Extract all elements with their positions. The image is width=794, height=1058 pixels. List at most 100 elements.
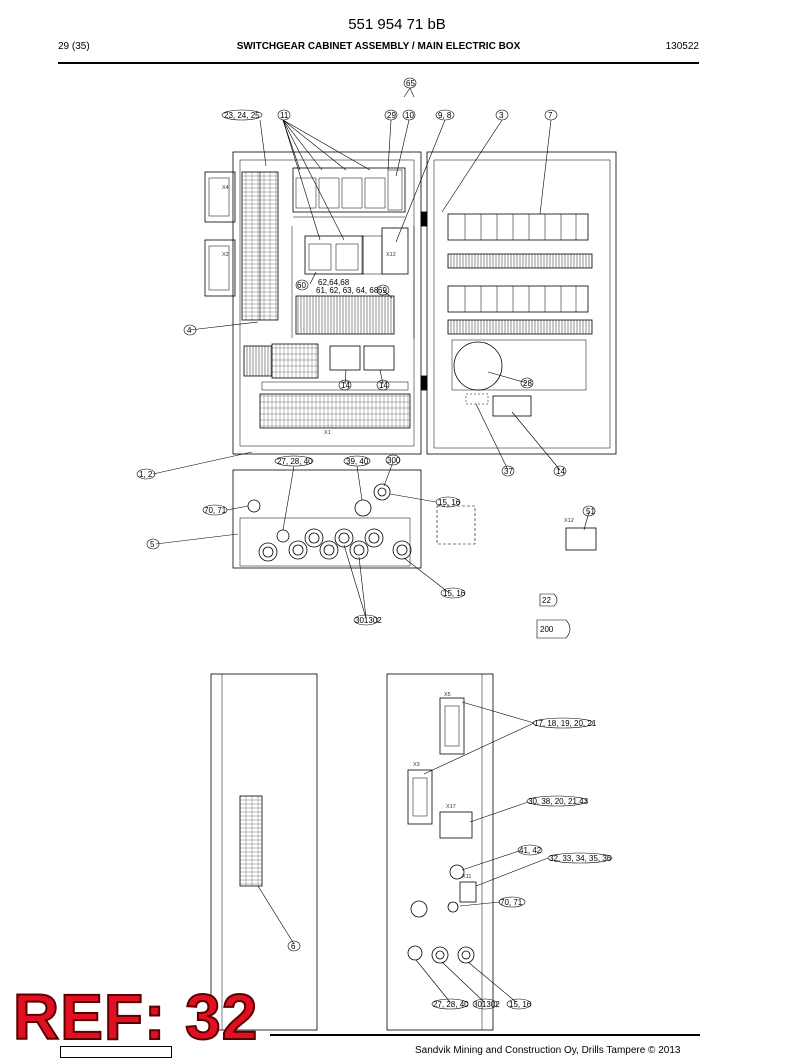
callout-69: 69 (378, 286, 387, 295)
gland-4 (319, 540, 339, 560)
label-x12: X12 (386, 252, 396, 258)
bottom-plate (232, 469, 422, 569)
page-title: SWITCHGEAR CABINET ASSEMBLY / MAIN ELECT… (236, 41, 521, 52)
terminal-group-x6 (271, 343, 319, 379)
module-x12 (381, 227, 409, 275)
callout-11: 11 (280, 111, 289, 120)
din-rail-door-top (447, 253, 593, 269)
callout-62: 62,64,68 (318, 278, 350, 287)
callout-28: 28 (523, 379, 532, 388)
cabinet-door (426, 151, 617, 455)
gland-x12 (410, 900, 428, 918)
label-x5: X5 (444, 692, 451, 698)
gland-small (247, 499, 261, 513)
label-x17: X17 (446, 804, 456, 810)
callout-70-b: 70, 71 (500, 898, 523, 907)
callout-29: 29 (387, 111, 396, 120)
gland-5 (334, 528, 354, 548)
cabinet-top-view (204, 151, 617, 455)
callout-37: 37 (504, 467, 513, 476)
callout-30: 30, 38, 20, 21,43 (528, 797, 589, 806)
callout-301-a: 301302 (355, 616, 382, 625)
side-terminal-block (239, 795, 263, 887)
label-x11: X11 (462, 874, 471, 880)
callout-texts: 65 23, 24, 25 11 29 10 9, 8 3 7 4 60 62,… (139, 79, 612, 1009)
callout-200: 200 (540, 625, 554, 634)
connector-x4 (204, 171, 236, 223)
callout-301-b: 301302 (473, 1000, 500, 1009)
side-panel-right (386, 673, 494, 1031)
callout-60: 60 (297, 281, 306, 290)
callout-65: 65 (406, 79, 415, 88)
callout-14-c: 14 (556, 467, 565, 476)
callout-3: 3 (499, 111, 504, 120)
callout-1: 1, 2 (139, 470, 153, 479)
callout-61: 61, 62, 63, 64, 68 (316, 286, 379, 295)
connector-x3 (407, 769, 433, 825)
display-mount (451, 339, 587, 391)
callout-9: 9, 8 (438, 111, 452, 120)
door-relay-box (492, 395, 532, 417)
callout-6: 6 (291, 942, 296, 951)
cabinet-body (232, 151, 422, 455)
callout-70-a: 70, 71 (204, 506, 227, 515)
gland-27b (407, 945, 423, 961)
connector-x11 (459, 881, 477, 903)
gland-8 (392, 540, 412, 560)
page-header: 29 (35) SWITCHGEAR CABINET ASSEMBLY / MA… (58, 41, 699, 55)
terminal-strip-x1 (259, 393, 411, 429)
footer-copyright: Sandvik Mining and Construction Oy, Dril… (415, 1045, 681, 1056)
connector-x17 (439, 811, 473, 839)
callout-17: 17, 18, 19, 20, 21 (534, 719, 597, 728)
callout-27-b: 27, 28, 40 (433, 1000, 469, 1009)
label-x3: X3 (413, 762, 420, 768)
callout-14-a: 14 (341, 381, 350, 390)
leader-lines (152, 87, 590, 1003)
footer-rule (270, 1034, 700, 1036)
din-rail-door-bottom (447, 319, 593, 335)
callout-41: 41, 42 (519, 846, 542, 855)
gland-301a (431, 946, 449, 964)
callout-23: 23, 24, 25 (224, 111, 260, 120)
callout-15-b: 15, 16 (443, 589, 466, 598)
side-view-right (386, 673, 494, 1031)
relay-row-top (292, 167, 406, 213)
gland-41 (449, 864, 465, 880)
document-date: 130522 (665, 41, 699, 52)
gland-27 (276, 529, 290, 543)
callout-22: 22 (542, 596, 551, 605)
relay-row-door-top (447, 213, 589, 241)
header-rule (58, 62, 699, 64)
callout-7: 7 (548, 111, 553, 120)
gland-6 (349, 540, 369, 560)
gland-301b (457, 946, 475, 964)
callout-15-a: 15, 16 (438, 498, 461, 507)
din-rail-middle (295, 295, 395, 335)
callout-14-b: 14 (379, 381, 388, 390)
callout-15-c: 15, 16 (509, 1000, 532, 1009)
callout-39: 39, 40 (346, 457, 369, 466)
relay-box-a (329, 345, 361, 371)
gland-39 (354, 499, 372, 517)
label-x1: X1 (324, 430, 331, 436)
document-number: 551 954 71 bB (348, 16, 446, 33)
gland-3 (304, 528, 324, 548)
callout-300: 300 (387, 456, 401, 465)
component-labels: X4 X2 X12 X1 X12 X3 X17 X11 X5 (222, 185, 574, 880)
callout-32: 32, 33, 34, 35, 36 (549, 854, 612, 863)
label-x12-loose: X12 (564, 518, 574, 524)
relay-row-door-bottom (447, 285, 589, 313)
label-plate (436, 505, 476, 545)
display-unit (453, 341, 503, 391)
callout-10: 10 (405, 111, 414, 120)
gland-70 (447, 901, 459, 913)
connector-300 (373, 483, 391, 501)
gland-7 (364, 528, 384, 548)
connector-x2 (204, 239, 236, 297)
page-number: 29 (35) (58, 41, 90, 52)
side-panel (210, 673, 318, 1031)
label-x2: X2 (222, 252, 229, 258)
callout-27-a: 27, 28, 40 (277, 457, 313, 466)
gland-1 (258, 542, 278, 562)
